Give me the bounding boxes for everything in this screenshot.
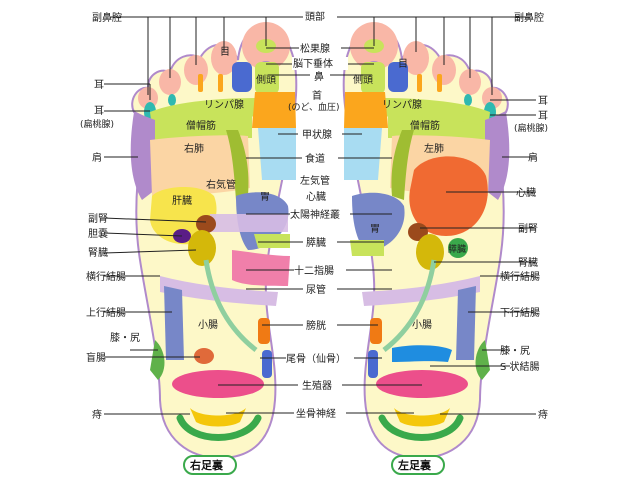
label-solar-plexus: 太陽神経叢 xyxy=(290,208,340,221)
label-left-shoulder: 肩 xyxy=(528,151,538,164)
label-left-ear: 耳 xyxy=(538,95,548,107)
label-right-hemorrhoid: 痔 xyxy=(92,408,102,421)
label-thyroid: 甲状腺 xyxy=(302,128,332,141)
label-pineal: 松果腺 xyxy=(300,42,330,55)
right-kidney xyxy=(188,230,216,266)
label-nose: 鼻 xyxy=(314,70,324,83)
label-cecum: 盲腸 xyxy=(86,351,106,364)
label-right-trachea: 右気管 xyxy=(206,178,236,191)
label-left-sinus: 副鼻腔 xyxy=(514,11,544,24)
left-foot xyxy=(342,22,510,460)
left-foot-title: 左足裏 xyxy=(397,458,432,472)
left-toe-2 xyxy=(403,41,429,75)
label-pancreas: 膵臓 xyxy=(306,237,326,249)
label-gallbladder: 胆嚢 xyxy=(88,227,108,240)
label-left-tonsil: (扁桃腺) xyxy=(514,122,548,134)
label-right-knee: 膝・尻 xyxy=(110,331,140,344)
label-left-ear-tonsil: 耳 xyxy=(538,110,548,122)
label-heart: 心臓 xyxy=(516,187,536,199)
label-left-adrenal: 副腎 xyxy=(518,223,538,235)
label-left-eye: 目 xyxy=(398,59,408,70)
right-toe-4 xyxy=(159,69,181,95)
label-coccyx: 尾骨（仙骨） xyxy=(286,352,346,365)
label-descending-colon: 下行結腸 xyxy=(500,306,540,319)
right-genital xyxy=(172,370,264,398)
label-right-shoulder: 肩 xyxy=(92,151,102,164)
label-left-knee: 膝・尻 xyxy=(500,344,530,357)
label-left-trachea: 左気管 xyxy=(300,174,330,187)
label-right-ear-tonsil: 耳 xyxy=(94,105,104,117)
label-right-lung: 右肺 xyxy=(184,142,204,155)
label-ureter: 尿管 xyxy=(306,283,326,296)
label-liver: 肝臓 xyxy=(172,195,192,207)
label-pituitary: 脳下垂体 xyxy=(293,58,333,70)
label-right-stomach: 胃 xyxy=(260,191,270,203)
label-ascending-colon: 上行結腸 xyxy=(86,306,126,319)
label-duodenum: 十二指腸 xyxy=(294,264,334,277)
label-right-eye: 目 xyxy=(220,47,230,58)
label-left-trapezius: 僧帽筋 xyxy=(410,119,440,132)
label-right-sinus: 副鼻腔 xyxy=(92,11,122,24)
label-left-small-intestine: 小腸 xyxy=(412,319,432,331)
left-pancreas xyxy=(448,238,468,258)
label-left-kidney: 腎臓 xyxy=(518,257,538,269)
label-left-stomach: 胃 xyxy=(370,223,380,235)
label-left-transverse-colon: 横行結腸 xyxy=(500,270,540,283)
right-adrenal xyxy=(196,215,216,233)
label-right-small-intestine: 小腸 xyxy=(198,319,218,331)
label-left-temple: 側頭 xyxy=(353,73,373,86)
label-heart-center: 心臓 xyxy=(306,191,326,203)
label-head: 頭部 xyxy=(305,10,325,23)
labels: 副鼻腔 耳 耳 (扁桃腺) 肩 副腎 胆嚢 腎臓 横行結腸 上行結腸 膝・尻 盲… xyxy=(80,9,548,421)
label-right-kidney: 腎臓 xyxy=(88,247,108,259)
label-neck: 首 xyxy=(312,89,322,102)
label-esophagus: 食道 xyxy=(305,152,325,165)
left-toe-4 xyxy=(459,69,481,95)
left-heart xyxy=(409,156,488,236)
label-genital: 生殖器 xyxy=(302,379,332,392)
label-left-lung: 左肺 xyxy=(424,142,444,155)
label-bladder: 膀胱 xyxy=(306,319,326,332)
label-right-temple: 側頭 xyxy=(256,73,276,86)
label-right-lymph: リンパ腺 xyxy=(204,98,244,111)
right-toe-2 xyxy=(211,41,237,75)
label-right-trapezius: 僧帽筋 xyxy=(186,119,216,132)
foot-titles: 右足裏 左足裏 xyxy=(183,455,445,475)
label-neck-sub: (のど、血圧) xyxy=(288,101,340,113)
label-right-adrenal: 副腎 xyxy=(88,213,108,225)
label-left-hemorrhoid: 痔 xyxy=(538,408,548,421)
leader-lines xyxy=(103,16,536,415)
label-right-transverse-colon: 横行結腸 xyxy=(86,270,126,283)
label-right-tonsil: (扁桃腺) xyxy=(80,118,114,130)
label-left-pancreas: 膵臓 xyxy=(448,244,466,255)
left-kidney xyxy=(416,234,444,270)
label-right-ear: 耳 xyxy=(94,79,104,91)
label-sciatic: 坐骨神経 xyxy=(296,407,336,420)
label-left-lymph: リンパ腺 xyxy=(382,98,422,111)
label-sigmoid-colon: S 状結腸 xyxy=(500,360,540,373)
left-genital xyxy=(376,370,468,398)
right-foot-title: 右足裏 xyxy=(189,458,224,472)
right-foot xyxy=(130,22,298,460)
